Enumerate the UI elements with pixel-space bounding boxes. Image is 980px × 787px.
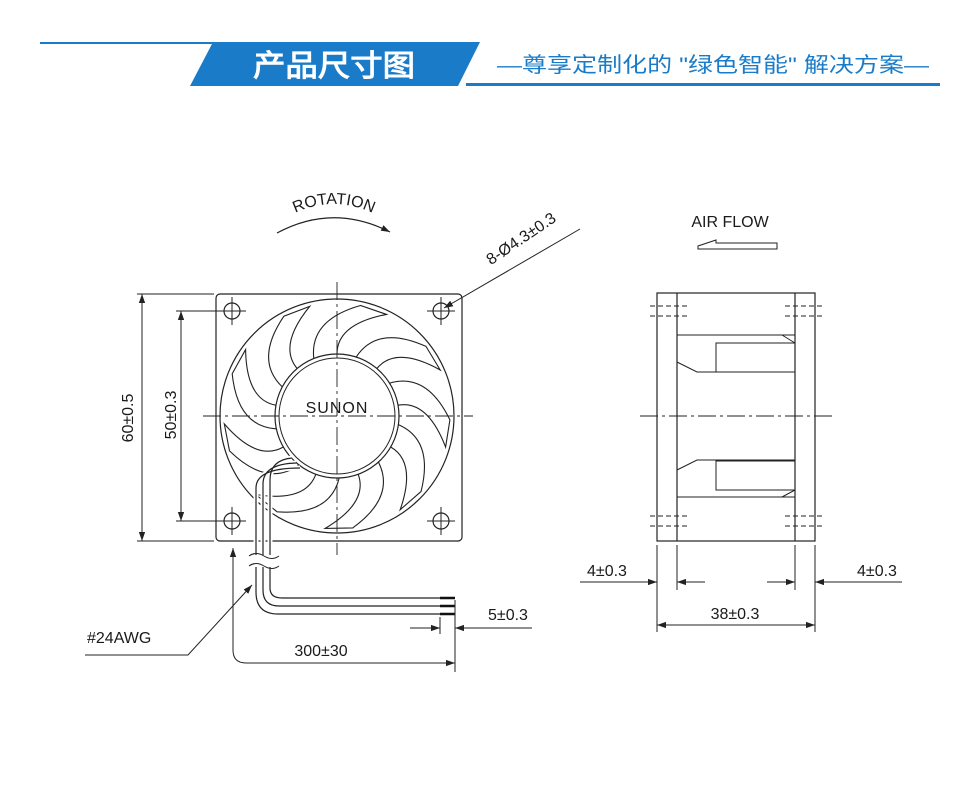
lead-length-dim-line	[229, 548, 455, 667]
hole-spec-label: 8-Ø4.3±0.3	[484, 210, 560, 269]
fan-blade	[312, 304, 389, 360]
outer-dim-extension-lines	[137, 293, 214, 542]
fan-blade	[253, 473, 340, 513]
fan-frame	[215, 293, 463, 542]
fan-blade	[355, 337, 442, 372]
side-strut-upper	[676, 334, 796, 373]
side-body-outline	[656, 292, 816, 542]
fan-blade	[388, 380, 451, 450]
flange-left-dim-label: 4±0.3	[587, 563, 627, 580]
header-banner: 产品尺寸图 —尊享定制化的 "绿色智能" 解决方案—	[40, 42, 940, 86]
fan-blade	[390, 423, 425, 512]
side-hidden-hole-lines	[650, 305, 822, 527]
strut-block	[715, 342, 796, 373]
fan-blade	[268, 305, 312, 388]
wire-break-gap	[249, 555, 279, 567]
flange-right-dim-label: 4±0.3	[857, 563, 897, 580]
brand-label: SUNON	[306, 400, 369, 417]
wire-gauge-label: #24AWG	[87, 630, 151, 647]
header-title-tab	[190, 42, 480, 86]
side-view: AIR FLOW 4±0.3 4±0.3 38±0.3	[580, 214, 902, 632]
depth-dim-label: 38±0.3	[711, 606, 760, 623]
lead-length-dim-label: 300±30	[294, 643, 347, 660]
rotation-arrow-icon	[276, 217, 391, 234]
outer-dim-label: 60±0.5	[120, 393, 137, 442]
side-dim-extension-lines	[656, 545, 816, 632]
front-view: ROTATION SUNON 8-Ø4.3±0.3 60±0.5	[85, 191, 581, 672]
side-strut-lower	[676, 459, 796, 498]
hole-pitch-dim-label: 50±0.3	[163, 390, 180, 439]
airflow-label: AIR FLOW	[691, 214, 769, 231]
fan-blade	[231, 347, 277, 430]
strut-block	[715, 460, 796, 491]
side-flange-edges	[676, 293, 796, 541]
stripped-wire-ends	[440, 596, 455, 616]
header-top-rule	[40, 42, 215, 44]
strip-dim-label: 5±0.3	[488, 607, 528, 624]
airflow-arrow-icon	[697, 239, 778, 250]
strip-dim-extension-lines	[439, 600, 456, 672]
rotation-label: ROTATION	[290, 191, 377, 217]
header-bottom-rule	[466, 83, 940, 86]
page-title: 产品尺寸图	[253, 50, 415, 83]
page-subtitle: —尊享定制化的 "绿色智能" 解决方案—	[497, 54, 929, 77]
strut-outline	[676, 334, 796, 373]
hole-spec-leader	[443, 228, 581, 309]
strut-outline	[676, 459, 796, 498]
hole-crosshairs	[218, 297, 455, 535]
lead-wires	[248, 455, 455, 617]
rotation-label-text: ROTATION	[290, 191, 377, 217]
fan-blade	[323, 461, 384, 529]
